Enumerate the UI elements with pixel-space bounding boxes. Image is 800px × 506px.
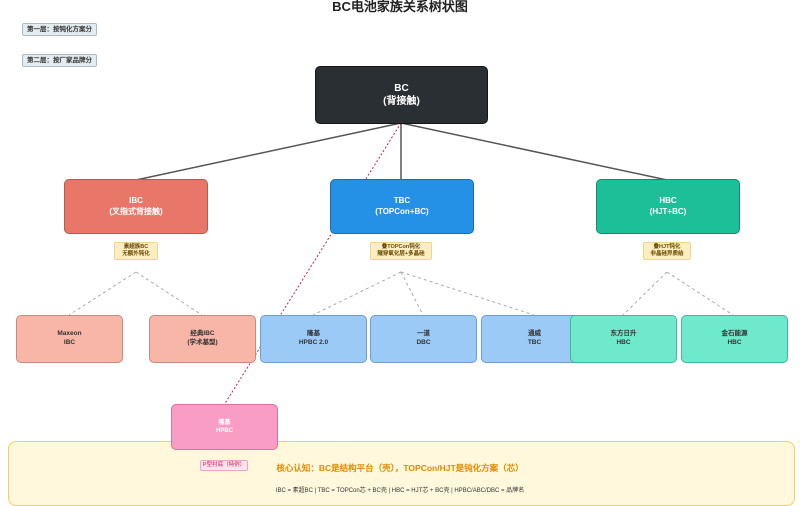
leaf-jinshi-line1: 金石能源 — [721, 330, 748, 338]
node-hbc[interactable]: HBC (HJT+BC) — [596, 179, 740, 234]
edge-tbc-longi — [312, 271, 402, 316]
leaf-yidao-dbc[interactable]: 一道 DBC — [370, 315, 477, 363]
leaf-yidao-line2: DBC — [416, 339, 431, 346]
node-tbc-line2: (TOPCon+BC) — [375, 206, 429, 216]
edge-hbc-jinshi — [666, 271, 734, 316]
node-tbc[interactable]: TBC (TOPCon+BC) — [330, 179, 474, 234]
leaf-maxeon-line2: IBC — [63, 339, 76, 346]
note-tbc: 叠TOPCon钝化 隧穿氧化层+多晶硅 — [370, 242, 432, 260]
node-hbc-line2: (HJT+BC) — [649, 206, 687, 216]
layer-label-2: 第二层：按厂家品牌分 — [22, 54, 97, 67]
node-tbc-line1: TBC — [393, 195, 411, 205]
leaf-tongwei-line1: 通威 — [528, 330, 541, 338]
node-hbc-line1: HBC — [659, 195, 677, 205]
leaf-longi-hpbc-p-type[interactable]: 隆基 HPBC — [171, 404, 278, 450]
layer-label-1: 第一层：按钝化方案分 — [22, 23, 97, 36]
note-ibc-line1: 素超族BC — [123, 244, 149, 250]
leaf-jinshi-hbc[interactable]: 金石能源 HBC — [681, 315, 788, 363]
node-bc-line1: BC — [394, 82, 409, 94]
note-hbc-line2: 非晶硅异质结 — [650, 251, 684, 257]
leaf-risen-line2: HBC — [616, 339, 631, 346]
note-tbc-line1: 叠TOPCon钝化 — [381, 244, 421, 250]
summary-panel — [8, 441, 795, 506]
leaf-tongwei-line2: TBC — [527, 339, 542, 346]
leaf-classic-line2: (学术基型) — [187, 339, 218, 346]
leaf-maxeon-ibc[interactable]: Maxeon IBC — [16, 315, 123, 363]
edge-tbc-tongwei — [400, 271, 535, 316]
note-ibc: 素超族BC 无额外钝化 — [114, 242, 158, 260]
edge-ibc-maxeon — [68, 271, 137, 316]
node-bc-line2: (背接触) — [383, 96, 420, 107]
page-title: BC电池家族关系树状图 — [332, 0, 468, 14]
node-ibc-line1: IBC — [129, 195, 143, 205]
leaf-yidao-line1: 一道 — [417, 330, 430, 338]
leaf-risen-line1: 东方日升 — [610, 330, 637, 338]
leaf-maxeon-line1: Maxeon — [57, 330, 82, 338]
leaf-classic-line1: 经典IBC — [190, 330, 215, 338]
note-ibc-line2: 无额外钝化 — [122, 251, 150, 257]
summary-main-text: 核心认知：BC是结构平台（壳），TOPCon/HJT是钝化方案（芯） — [276, 463, 524, 473]
edge-tbc-yidao — [400, 271, 424, 316]
edge-hbc-risen — [622, 271, 668, 316]
leaf-classic-ibc[interactable]: 经典IBC (学术基型) — [149, 315, 256, 363]
leaf-p-line1: 隆基 — [218, 419, 231, 426]
node-ibc-line2: (叉指式背接触) — [109, 206, 163, 216]
leaf-longi-hpbc2[interactable]: 隆基 HPBC 2.0 — [260, 315, 367, 363]
note-hbc: 叠HJT钝化 非晶硅异质结 — [643, 242, 691, 260]
edge-ibc-classic — [135, 271, 203, 316]
edge-root-ibc — [135, 122, 402, 181]
leaf-risen-hbc[interactable]: 东方日升 HBC — [570, 315, 677, 363]
node-bc-root[interactable]: BC (背接触) — [315, 66, 488, 124]
leaf-longi-line2: HPBC 2.0 — [298, 339, 329, 346]
leaf-longi-line1: 隆基 — [307, 330, 320, 338]
leaf-jinshi-line2: HBC — [727, 339, 742, 346]
note-hbc-line1: 叠HJT钝化 — [653, 244, 681, 250]
summary-legend-text: IBC = 素超BC | TBC = TOPCon芯 + BC壳 | HBC =… — [275, 488, 525, 494]
node-ibc[interactable]: IBC (叉指式背接触) — [64, 179, 208, 234]
note-tbc-line2: 隧穿氧化层+多晶硅 — [377, 251, 425, 257]
edge-root-hbc — [400, 122, 668, 181]
leaf-p-line2: HPBC — [215, 428, 233, 434]
p-type-special-tag: P型衬底（特例） — [200, 460, 248, 471]
